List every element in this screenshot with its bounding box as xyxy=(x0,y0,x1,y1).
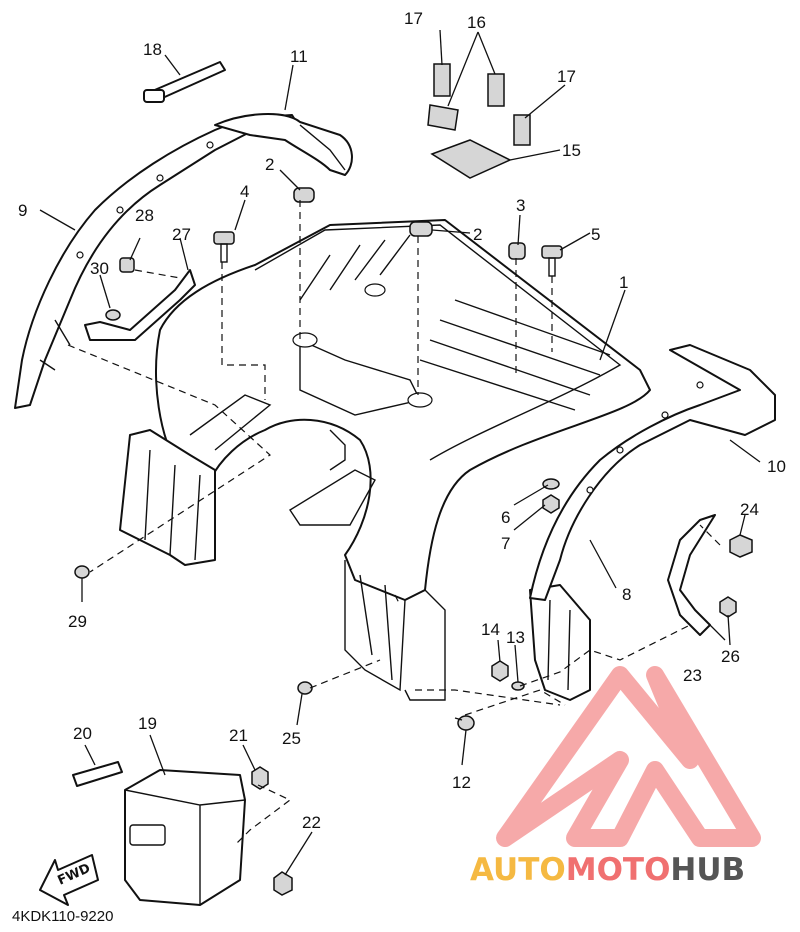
callout-16: 16 xyxy=(467,13,486,32)
watermark-moto: MOTO xyxy=(566,852,671,888)
callout-2b: 2 xyxy=(473,225,482,244)
callout-19: 19 xyxy=(138,714,157,733)
left-mudflap xyxy=(119,429,216,566)
callout-5: 5 xyxy=(591,225,600,244)
rear-fender-body xyxy=(155,219,651,701)
callout-8: 8 xyxy=(622,585,631,604)
callout-9: 9 xyxy=(18,201,27,220)
callout-1: 1 xyxy=(619,273,628,292)
callout-26: 26 xyxy=(721,647,740,666)
labels-set xyxy=(427,63,531,179)
callout-24: 24 xyxy=(740,500,759,519)
right-fender-flap xyxy=(529,344,776,601)
callout-7: 7 xyxy=(501,534,510,553)
top-guard xyxy=(214,113,353,176)
callout-22: 22 xyxy=(302,813,321,832)
left-stay xyxy=(84,269,196,341)
watermark-logo xyxy=(496,666,761,847)
leader-lines xyxy=(39,29,761,876)
watermark-hub: HUB xyxy=(670,852,745,888)
callout-4: 4 xyxy=(240,182,249,201)
callout-30: 30 xyxy=(90,259,109,278)
part-code: 4KDK110-9220 xyxy=(12,908,113,925)
tool-box xyxy=(124,769,246,906)
callout-20: 20 xyxy=(73,724,92,743)
fwd-arrow: FWD xyxy=(39,854,99,906)
band-20 xyxy=(72,761,123,787)
watermark-auto: AUTO xyxy=(470,852,566,888)
callout-13: 13 xyxy=(506,628,525,647)
callout-labels: 1 2 2 3 4 5 6 7 8 9 10 11 12 13 14 15 16… xyxy=(18,9,786,832)
assembly-lines xyxy=(67,200,721,846)
callout-29: 29 xyxy=(68,612,87,631)
callout-2a: 2 xyxy=(265,155,274,174)
callout-17a: 17 xyxy=(404,9,423,28)
right-mudflap xyxy=(529,584,591,701)
callout-11: 11 xyxy=(290,47,308,66)
callout-6: 6 xyxy=(501,508,510,527)
hardware xyxy=(74,187,753,896)
left-fender-flap xyxy=(14,114,301,409)
callout-27: 27 xyxy=(172,225,191,244)
callout-15: 15 xyxy=(562,141,581,160)
callout-23: 23 xyxy=(683,666,702,685)
callout-17b: 17 xyxy=(557,67,576,86)
callout-14: 14 xyxy=(481,620,500,639)
strap xyxy=(143,61,226,103)
callout-10: 10 xyxy=(767,457,786,476)
callout-3: 3 xyxy=(516,196,525,215)
callout-21: 21 xyxy=(229,726,248,745)
callout-25: 25 xyxy=(282,729,301,748)
callout-12: 12 xyxy=(452,773,471,792)
watermark-text: AUTOMOTOHUB xyxy=(470,852,745,888)
callout-18: 18 xyxy=(143,40,162,59)
callout-28: 28 xyxy=(135,206,154,225)
